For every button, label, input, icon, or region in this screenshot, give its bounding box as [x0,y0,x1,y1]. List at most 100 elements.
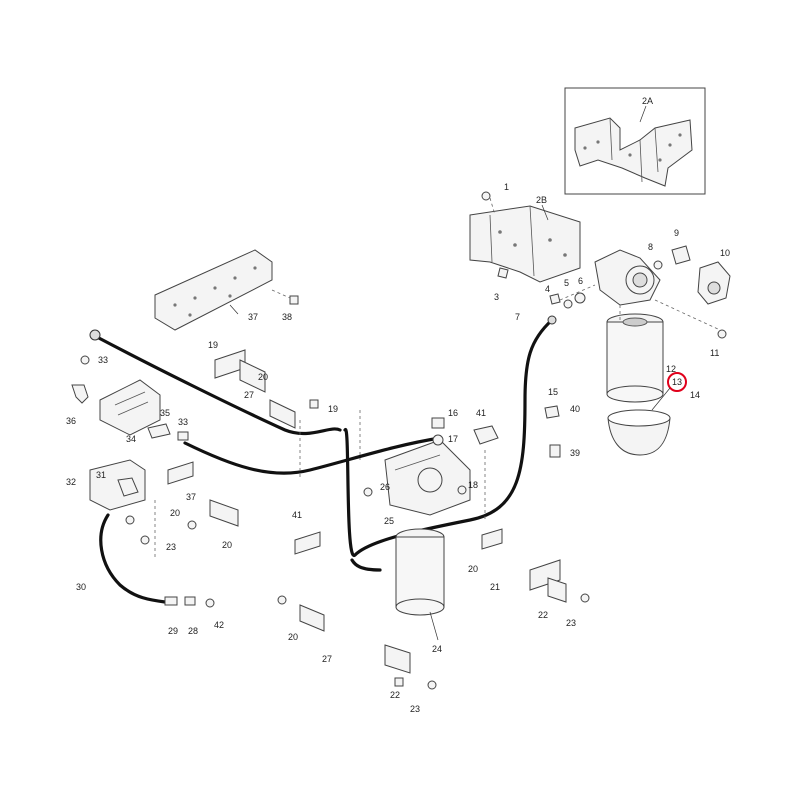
fuel-hose-30 [99,513,167,604]
label-2b: 2B [536,195,547,205]
pump-bracket-25 [384,439,471,516]
label-16: 16 [448,408,458,418]
fitting-39 [549,444,561,458]
label-41b: 41 [292,510,302,520]
bolt-33a [80,355,90,365]
fitting-34 [147,423,171,439]
bolt-23a [140,535,150,545]
label-39: 39 [570,448,580,458]
bolt-11 [717,329,727,339]
label-22b: 22 [390,690,400,700]
label-23a: 23 [566,618,576,628]
label-25: 25 [384,516,394,526]
label-11: 11 [710,348,719,358]
bracket-19-20-right [481,528,503,550]
label-14: 14 [690,390,700,400]
hose-end-fitting [89,329,101,341]
label-32: 32 [66,477,76,487]
plate-37 [154,249,273,331]
washer-8 [653,260,663,270]
label-23c: 23 [166,542,176,552]
clamp-bracket-41 [294,531,321,555]
label-2a: 2A [642,96,653,106]
label-9: 9 [674,228,679,238]
fitting-16 [431,417,445,429]
valve-41 [473,425,499,445]
filter-head [594,249,661,306]
label-27b: 27 [322,654,332,664]
label-37b: 37 [186,492,196,502]
block-31 [89,459,146,511]
fitting-6 [574,292,586,304]
label-38: 38 [282,312,292,322]
label-1: 1 [504,182,509,192]
label-8: 8 [648,242,653,252]
bolt-23b [187,520,197,530]
bolt-3 [497,267,509,279]
bracket-35 [99,379,161,436]
bolt-19c [277,595,287,605]
clamp-bracket-27 [269,399,296,429]
bracket-2a [574,117,693,187]
label-26: 26 [380,482,390,492]
bolt-23d [580,593,590,603]
callout-labels: 1 2A 2B 3 4 5 6 7 8 9 10 11 12 13 14 15 … [66,96,730,714]
fitting-9 [671,245,691,265]
fitting-28 [184,596,196,606]
label-12: 12 [666,364,676,374]
label-10: 10 [720,248,730,258]
fitting-29 [164,596,178,606]
label-24: 24 [432,644,442,654]
label-42: 42 [214,620,224,630]
label-19b: 19 [328,404,338,414]
filter-element-12 [606,313,664,403]
clamp-bracket-19-20 [214,349,266,393]
fitting-17 [432,434,444,446]
bracket-2b [469,204,581,283]
fuel-hose-upper [93,334,342,436]
fitting-32 [117,477,139,497]
bolt-38 [289,295,299,305]
label-30: 30 [76,582,86,592]
bolt-26b [363,487,373,497]
label-4: 4 [545,284,550,294]
label-18: 18 [468,480,478,490]
fitting-4 [549,293,561,305]
fitting-36 [71,384,89,404]
fuel-filter-24 [395,528,445,641]
label-31: 31 [96,470,106,480]
label-36: 36 [66,416,76,426]
fuel-hose-15 [343,318,554,557]
hose-end-fitting-15 [547,315,557,325]
clamp-bracket-20-37 [167,461,239,527]
bolt-23c [427,680,437,690]
label-29: 29 [168,626,178,636]
label-5: 5 [564,278,569,288]
label-13: 13 [672,377,682,387]
label-40: 40 [570,404,580,414]
water-bowl-14 [607,409,671,456]
bolt-1 [481,191,491,201]
label-15: 15 [548,387,558,397]
label-28: 28 [188,626,198,636]
label-33b: 33 [178,417,188,427]
label-37a: 37 [248,312,258,322]
bolt-26a [125,515,135,525]
washer-5 [563,299,573,309]
inset-box [564,87,706,195]
bracket-21 [529,559,567,603]
label-22a: 22 [538,610,548,620]
fitting-33b [177,431,189,441]
label-7: 7 [515,312,520,322]
label-20e: 20 [222,540,232,550]
highlight-ring-13 [667,372,687,392]
label-20c: 20 [468,564,478,574]
fitting-42 [205,598,215,608]
sensor-10 [697,261,731,305]
label-41a: 41 [476,408,486,418]
label-19a: 19 [208,340,218,350]
bolt-19b [309,399,319,409]
label-20d: 20 [288,632,298,642]
label-27a: 27 [244,390,254,400]
